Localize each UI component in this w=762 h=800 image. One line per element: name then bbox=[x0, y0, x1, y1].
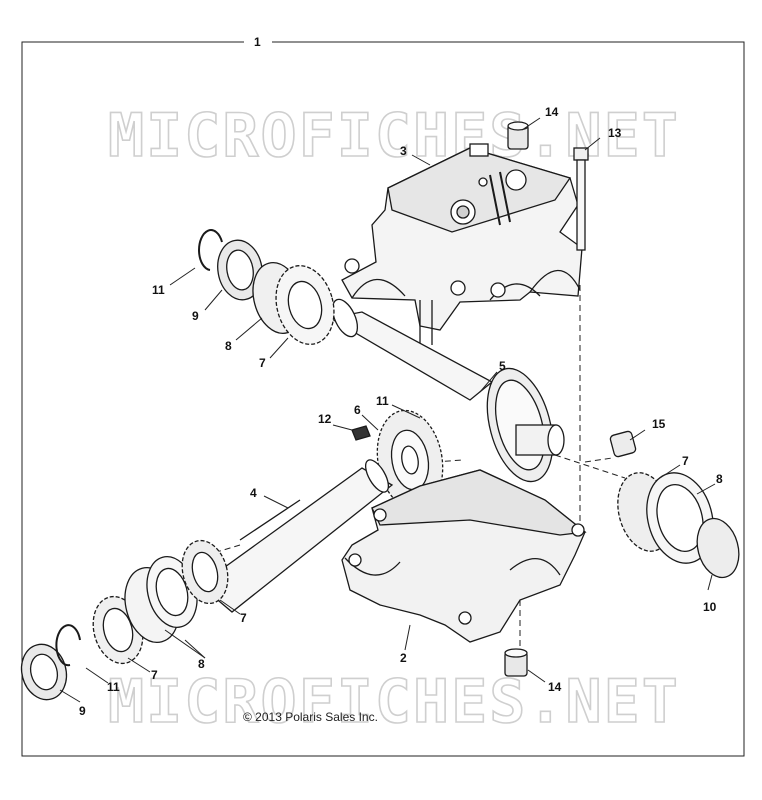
callout-9-upper: 9 bbox=[192, 309, 199, 323]
upper-housing bbox=[341, 143, 583, 345]
callout-8-right: 8 bbox=[716, 472, 723, 486]
input-shaft bbox=[198, 459, 394, 613]
callout-1: 1 bbox=[254, 35, 261, 49]
callout-10: 10 bbox=[703, 600, 717, 614]
callout-7-upper: 7 bbox=[259, 356, 266, 370]
callout-7-mid: 7 bbox=[240, 611, 247, 625]
callout-12: 12 bbox=[318, 412, 332, 426]
plug bbox=[609, 430, 637, 458]
callout-6: 6 bbox=[354, 403, 361, 417]
callout-5: 5 bbox=[499, 359, 506, 373]
callout-7-lower: 7 bbox=[151, 668, 158, 682]
bolt bbox=[573, 147, 589, 251]
callout-7-right: 7 bbox=[682, 454, 689, 468]
callout-13: 13 bbox=[608, 126, 622, 140]
copyright-text: © 2013 Polaris Sales Inc. bbox=[243, 710, 378, 724]
callouts: 1 14 13 3 11 9 8 7 5 11 6 12 15 7 8 4 10… bbox=[79, 35, 723, 718]
callout-2: 2 bbox=[400, 651, 407, 665]
watermark-top: MICROFICHES.NET bbox=[108, 101, 680, 171]
output-shaft bbox=[328, 298, 565, 483]
callout-3: 3 bbox=[400, 144, 407, 158]
callout-8-upper: 8 bbox=[225, 339, 232, 353]
lower-bearing-stack bbox=[92, 539, 229, 665]
right-cap bbox=[696, 517, 740, 579]
lower-retaining-ring bbox=[55, 624, 81, 667]
assembly-frame bbox=[21, 41, 745, 757]
leader-lines bbox=[59, 117, 716, 703]
upper-bearing bbox=[252, 262, 335, 345]
upper-retaining-ring bbox=[198, 229, 223, 271]
callout-8-lower: 8 bbox=[198, 657, 205, 671]
dowel-pin-top bbox=[507, 121, 529, 150]
callout-11-middle: 11 bbox=[376, 394, 389, 408]
callout-11-lower: 11 bbox=[107, 680, 120, 694]
callout-4: 4 bbox=[250, 486, 257, 500]
callout-9-lower: 9 bbox=[79, 704, 86, 718]
callout-14-bottom: 14 bbox=[548, 680, 562, 694]
callout-15: 15 bbox=[652, 417, 666, 431]
lower-seal bbox=[20, 643, 68, 701]
watermark-bottom: MICROFICHES.NET bbox=[108, 667, 680, 737]
key bbox=[351, 425, 371, 441]
callout-11-upper: 11 bbox=[152, 283, 165, 297]
lower-housing bbox=[341, 469, 587, 643]
dowel-pin-bottom bbox=[504, 648, 528, 677]
callout-14-top: 14 bbox=[545, 105, 559, 119]
